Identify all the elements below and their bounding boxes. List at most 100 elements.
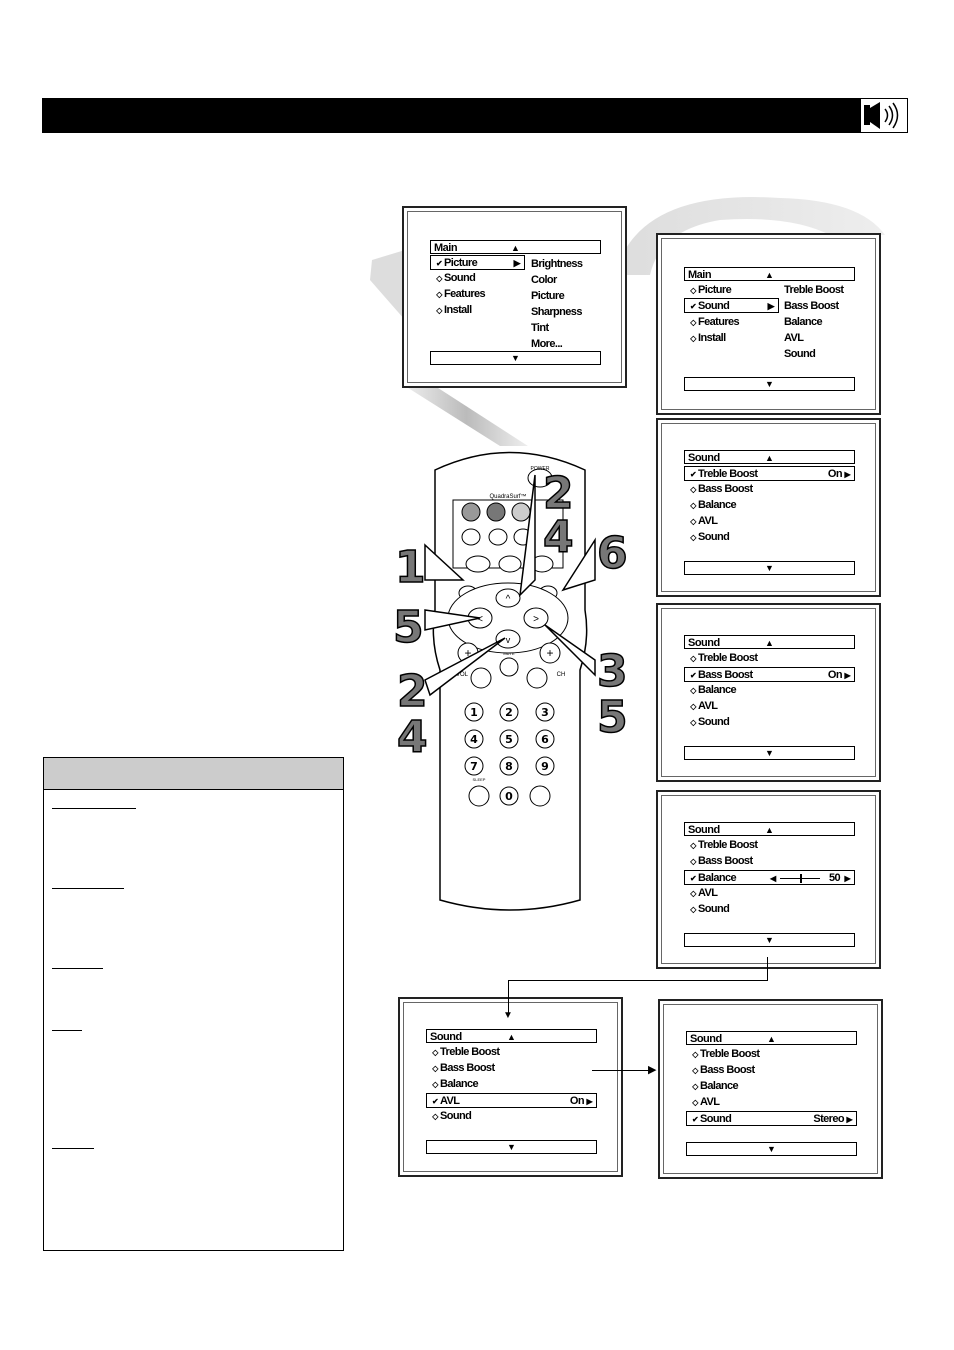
- menu-item-balance[interactable]: ◇Balance: [690, 1079, 738, 1094]
- channel-down-button[interactable]: [526, 667, 548, 689]
- digit-button-6[interactable]: [535, 729, 555, 749]
- cursor-down-button[interactable]: [495, 629, 521, 649]
- menu-item-bass-boost[interactable]: ◇Bass Boost: [688, 482, 753, 497]
- menu-item-label: Sound: [700, 1113, 732, 1125]
- channel-up-button[interactable]: [539, 642, 561, 664]
- diamond-icon: ◇: [690, 702, 696, 711]
- smart-sound-button[interactable]: [488, 528, 508, 546]
- up-arrow-icon: ▲: [765, 453, 774, 463]
- menu-item-avl[interactable]: ◇AVL: [688, 514, 718, 529]
- alternate-channel-button[interactable]: [529, 785, 551, 807]
- header-bar: [42, 98, 908, 133]
- menu-item-features[interactable]: ◇Features: [688, 315, 739, 330]
- diamond-icon: ◇: [432, 1080, 438, 1089]
- diamond-icon: ◇: [692, 1082, 698, 1091]
- step-5-label: 5: [597, 692, 628, 743]
- balance-slider[interactable]: ◀50▶: [770, 871, 851, 886]
- menu-item-sound[interactable]: ✔Sound▶: [684, 298, 779, 313]
- menu-title-bar: Sound ▲: [684, 450, 855, 464]
- menu-item-sound[interactable]: ◇Sound: [434, 271, 476, 286]
- up-arrow-icon: ▲: [511, 243, 520, 253]
- menu-item-avl[interactable]: ◇AVL: [688, 699, 718, 714]
- menu-title: Sound: [430, 1031, 462, 1043]
- menu-item-balance[interactable]: ◇Balance: [688, 498, 736, 513]
- menu-item-install[interactable]: ◇Install: [434, 303, 472, 318]
- power-label: POWER: [531, 466, 550, 472]
- menu-item-label: Balance: [698, 499, 737, 511]
- menu-item-label: Sound: [698, 531, 730, 543]
- diamond-icon: ◇: [690, 841, 696, 850]
- menu-item-label: Sound: [698, 300, 730, 312]
- cursor-up-button[interactable]: [495, 588, 521, 608]
- menu-item-sound[interactable]: ◇Sound: [688, 530, 730, 545]
- left-arrow-icon: ◀: [770, 874, 776, 883]
- right-arrow-icon: ▶: [844, 874, 850, 883]
- digit-button-7[interactable]: [464, 756, 484, 776]
- smart-picture-button[interactable]: [461, 528, 481, 546]
- diamond-icon: ◇: [436, 274, 442, 283]
- menu-item-sound[interactable]: ◇Sound: [688, 715, 730, 730]
- connector-line: [592, 1070, 654, 1071]
- volume-down-button[interactable]: [470, 667, 492, 689]
- menu-item-treble-boost[interactable]: ◇Treble Boost: [430, 1045, 500, 1060]
- menu-item-treble-boost[interactable]: ◇Treble Boost: [688, 651, 758, 666]
- quadrasurf-button-1[interactable]: [461, 502, 481, 522]
- menu-item-bass-boost[interactable]: ◇Bass Boost: [690, 1063, 755, 1078]
- menu-item-label: Picture: [698, 284, 732, 296]
- speaker-icon: [861, 99, 907, 132]
- tip-heading-rule: [52, 1148, 94, 1149]
- menu-item-balance[interactable]: ✔Balance◀50▶: [684, 870, 855, 885]
- digit-button-9[interactable]: [535, 756, 555, 776]
- check-icon: ✔: [431, 1097, 439, 1106]
- digit-label: 6: [541, 733, 549, 746]
- quadrasurf-button-2[interactable]: [486, 502, 506, 522]
- menu-item-bass-boost[interactable]: ◇Bass Boost: [688, 854, 753, 869]
- mute-button[interactable]: [499, 657, 519, 677]
- menu-item-label: Balance: [698, 872, 737, 884]
- up-arrow-icon: ▲: [765, 270, 774, 280]
- digit-button-5[interactable]: [499, 729, 519, 749]
- menu-item-features[interactable]: ◇Features: [434, 287, 485, 302]
- tip-heading-rule: [52, 1030, 82, 1031]
- menu-item-treble-boost[interactable]: ◇Treble Boost: [690, 1047, 760, 1062]
- submenu-item: AVL: [784, 332, 804, 344]
- menu-item-balance[interactable]: ◇Balance: [430, 1077, 478, 1092]
- diamond-icon: ◇: [690, 718, 696, 727]
- menu-item-avl[interactable]: ◇AVL: [688, 886, 718, 901]
- menu-item-avl[interactable]: ◇AVL: [690, 1095, 720, 1110]
- menu-item-picture[interactable]: ◇Picture: [688, 283, 731, 298]
- cc-button[interactable]: [498, 555, 522, 573]
- digit-button-8[interactable]: [499, 756, 519, 776]
- menu-title-bar: Sound ▲: [684, 635, 855, 649]
- digit-button-2[interactable]: [499, 702, 519, 722]
- menu-item-balance[interactable]: ◇Balance: [688, 683, 736, 698]
- digit-button-3[interactable]: [535, 702, 555, 722]
- sleep-button[interactable]: [468, 785, 490, 807]
- digit-button-0[interactable]: [499, 786, 519, 806]
- menu-item-picture[interactable]: ✔Picture▶: [430, 255, 525, 270]
- check-icon: ✔: [689, 302, 697, 311]
- tv-screen-sound: Sound ▲◇Treble Boost◇Bass Boost◇Balance◇…: [658, 999, 883, 1179]
- down-arrow-icon: ▼: [765, 379, 774, 389]
- menu-item-sound[interactable]: ◇Sound: [430, 1109, 472, 1124]
- submenu-item: Picture: [531, 290, 565, 302]
- menu-item-bass-boost[interactable]: ◇Bass Boost: [430, 1061, 495, 1076]
- menu-item-treble-boost[interactable]: ◇Treble Boost: [688, 838, 758, 853]
- step-2-label: 2: [397, 666, 428, 717]
- menu-title: Sound: [688, 637, 720, 649]
- cursor-right-button[interactable]: [523, 607, 549, 629]
- digit-button-1[interactable]: [464, 702, 484, 722]
- menu-item-label: Sound: [444, 272, 476, 284]
- menu-item-install[interactable]: ◇Install: [688, 331, 726, 346]
- menu-item-sound[interactable]: ◇Sound: [688, 902, 730, 917]
- menu-item-label: AVL: [698, 700, 718, 712]
- step-4-label: 4: [397, 712, 428, 763]
- digit-button-4[interactable]: [464, 729, 484, 749]
- av-button[interactable]: [465, 555, 491, 573]
- slider-thumb[interactable]: [800, 874, 802, 883]
- setting-value-group: On ▶: [570, 1094, 593, 1109]
